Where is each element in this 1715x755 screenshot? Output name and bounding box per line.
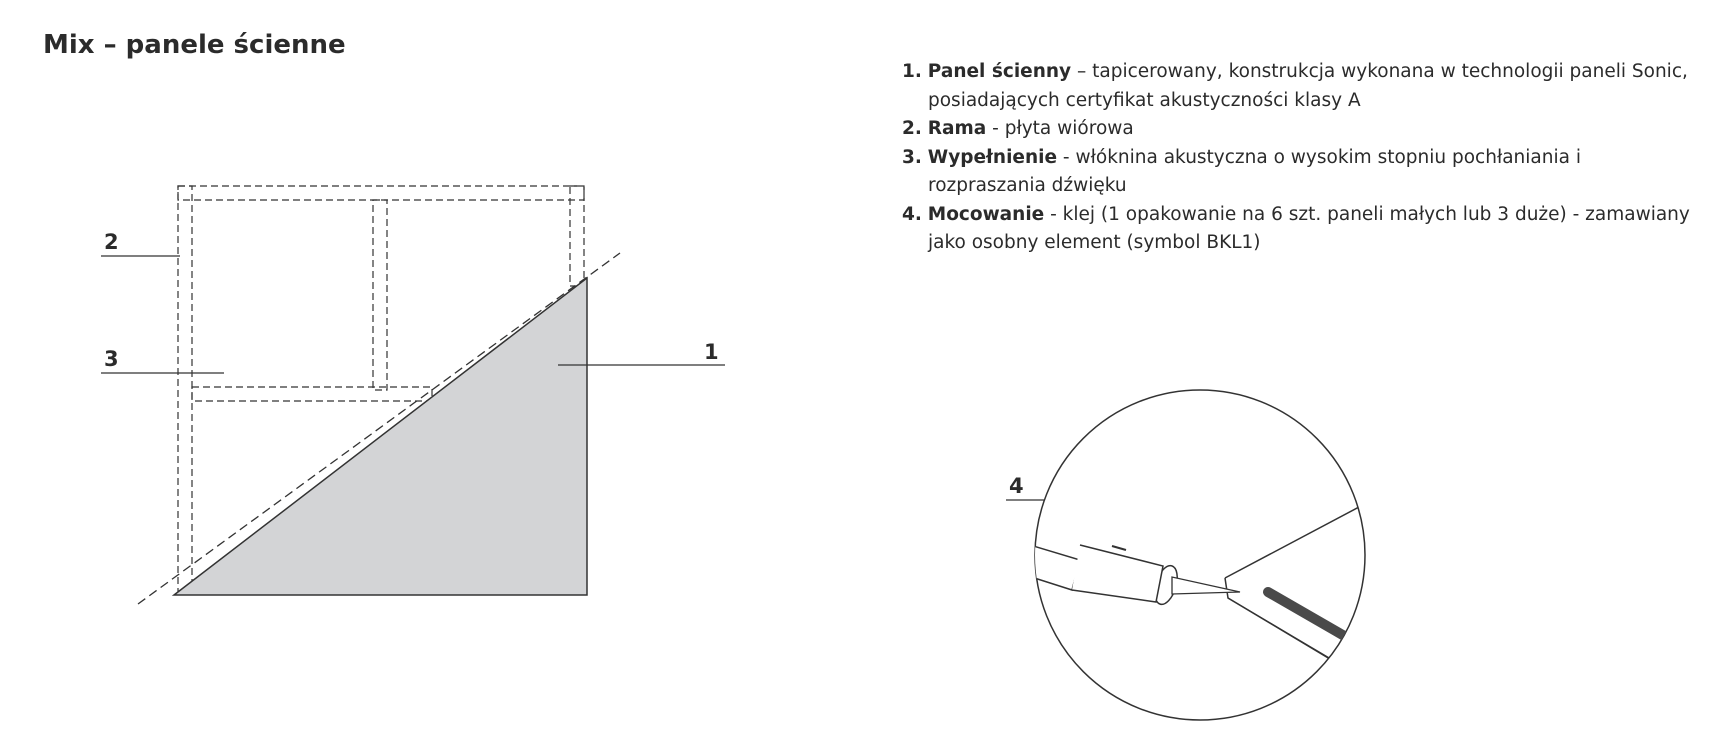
- cartridge-nozzle: [1171, 576, 1241, 595]
- frame-middle-rail: [191, 386, 433, 402]
- list-item: 4. Mocowanie - klej (1 opakowanie na 6 s…: [902, 201, 1692, 258]
- frame-left-stile: [177, 185, 193, 592]
- list-item: 1. Panel ścienny – tapicerowany, konstru…: [902, 58, 1692, 115]
- cartridge-tube: [1071, 544, 1164, 603]
- panel-top-edge: [1224, 479, 1365, 579]
- frame-middle-stile: [372, 199, 388, 391]
- section-cut-line: [137, 252, 621, 605]
- frame-structure: [177, 185, 585, 592]
- item-number: 3.: [902, 146, 922, 168]
- item-description: włóknina akustyczna o wysokim stopniu po…: [928, 146, 1581, 197]
- callout-frame: 2: [104, 230, 119, 254]
- frame-right-stile: [569, 185, 585, 287]
- callout-filling: 3: [104, 347, 119, 371]
- page-title: Mix – panele ścienne: [43, 30, 346, 60]
- item-name: Mocowanie: [927, 203, 1045, 225]
- cartridge-mark: [1111, 545, 1127, 551]
- item-name: Panel ścienny: [927, 61, 1072, 82]
- callout-mounting: 4: [1009, 474, 1024, 498]
- adhesive-bead: [1263, 587, 1365, 673]
- callout-panel: 1: [704, 340, 719, 364]
- item-separator: –: [1071, 61, 1093, 82]
- list-item: 2. Rama - płyta wiórowa: [902, 115, 1692, 144]
- list-item: 3. Wypełnienie - włóknina akustyczna o w…: [902, 144, 1692, 201]
- item-description: płyta wiórowa: [1004, 118, 1134, 139]
- component-list: 1. Panel ścienny – tapicerowany, konstru…: [902, 58, 1692, 258]
- item-number: 4.: [902, 203, 922, 225]
- item-separator: -: [986, 118, 1005, 139]
- frame-top-rail: [177, 185, 585, 201]
- item-name: Rama: [927, 118, 987, 139]
- item-name: Wypełnienie: [927, 146, 1058, 168]
- mounting-detail: [1035, 479, 1365, 696]
- item-separator: -: [1044, 203, 1063, 225]
- item-description: tapicerowany, konstrukcja wykonana w tec…: [928, 61, 1688, 111]
- item-separator: -: [1057, 146, 1076, 168]
- item-description: klej (1 opakowanie na 6 szt. paneli mały…: [928, 203, 1690, 254]
- item-number: 2.: [902, 118, 922, 139]
- item-number: 1.: [902, 61, 922, 82]
- upholstered-panel: [171, 276, 588, 596]
